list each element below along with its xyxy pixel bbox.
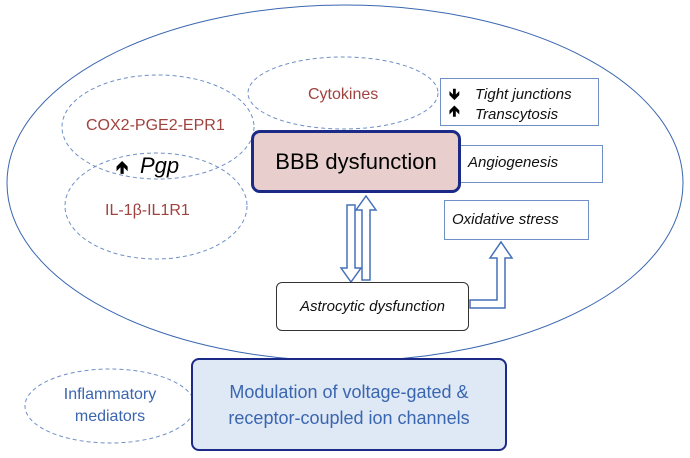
down-arrow-icon: 🡻: [449, 86, 460, 103]
down-arrow: [339, 204, 363, 284]
transcytosis-label: Transcytosis: [475, 106, 559, 123]
tight-junctions-box: [440, 78, 599, 126]
ion-channels-line1: Modulation of voltage-gated &: [229, 381, 469, 402]
astrocytic-dysfunction-box: Astrocytic dysfunction: [276, 282, 469, 331]
cytokines-label: Cytokines: [308, 86, 379, 103]
inflammatory-label-line2: mediators: [74, 408, 146, 425]
up-arrow: [354, 194, 378, 281]
oxidative-stress-box: [444, 200, 589, 240]
angiogenesis-label: Angiogenesis: [468, 154, 559, 171]
inflammatory-label-line1: Inflammatory: [63, 386, 157, 403]
ion-channels-line2: receptor-coupled ion channels: [228, 407, 470, 428]
up-arrow-icon: 🡹: [449, 103, 460, 120]
il1-ellipse: [64, 152, 248, 260]
astrocytic-to-oxidative-arrow: [469, 240, 514, 309]
inflammatory-ellipse: [24, 368, 196, 444]
tight-junctions-label: Tight junctions: [475, 86, 572, 103]
pgp-label: Pgp: [140, 153, 180, 178]
bbb-astrocytic-arrows: [339, 194, 378, 284]
cox2-label: COX2-PGE2-EPR1: [86, 117, 225, 134]
bbb-dysfunction-label: BBB dysfunction: [275, 148, 437, 174]
cytokines-ellipse: [247, 56, 439, 130]
il1-label: IL-1β-IL1R1: [105, 202, 190, 219]
up-arrow-icon: 🡹: [116, 158, 129, 177]
cox2-ellipse: [61, 74, 255, 180]
astrocytic-dysfunction-label: Astrocytic dysfunction: [299, 298, 446, 315]
ion-channels-box: Modulation of voltage-gated & receptor-c…: [191, 358, 507, 451]
bbb-dysfunction-box: BBB dysfunction: [251, 130, 461, 193]
oxidative-stress-label: Oxidative stress: [452, 211, 559, 228]
